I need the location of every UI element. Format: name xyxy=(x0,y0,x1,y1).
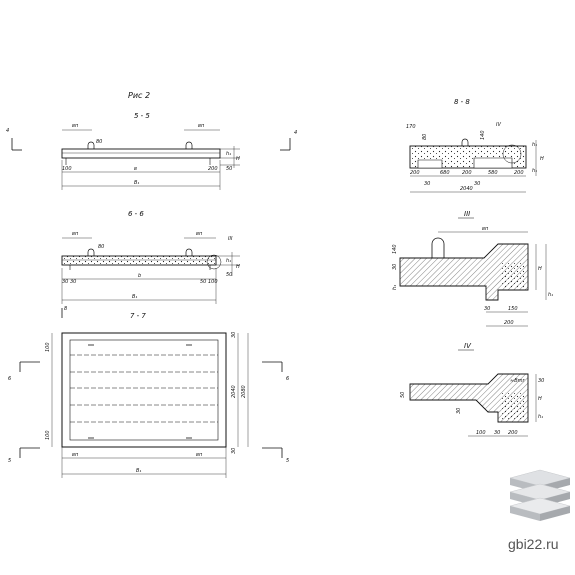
dim-label: 80 xyxy=(96,139,102,145)
dim-label: 30 xyxy=(424,181,430,187)
dim-label: В₁ xyxy=(134,180,139,186)
detail-III: III вп 140 30 h₁ H h₁ 30 150 200 xyxy=(392,210,553,327)
section-title: 7 - 7 xyxy=(130,312,146,320)
section-8-8: 8 - 8 IV 170 80 140 200 680 200 580 200 … xyxy=(406,98,544,193)
cut-marker: 5 xyxy=(286,458,289,464)
dim-label: h₁ xyxy=(226,258,231,264)
dim-label: 100 xyxy=(45,430,51,440)
dim-label: В₁ xyxy=(132,294,137,300)
dim-label: вп xyxy=(72,123,79,129)
dim-label: H xyxy=(236,264,240,270)
dim-label: 140 xyxy=(392,244,398,254)
dim-label: 50 xyxy=(226,166,232,172)
dim-label: В₁ xyxy=(136,468,141,474)
dim-label: 580 xyxy=(488,170,498,176)
dim-label: вп xyxy=(482,226,489,232)
dim-label: 200 xyxy=(410,170,420,176)
detail-title: III xyxy=(464,210,470,218)
dim-label: 30 xyxy=(231,332,237,338)
dim-label: 2040 xyxy=(460,186,473,192)
dim-label: 680 xyxy=(440,170,450,176)
dim-label: 50 xyxy=(200,279,206,285)
dim-label: 200 xyxy=(208,166,218,172)
dim-label: 50 xyxy=(400,392,406,398)
dim-label: 50 xyxy=(226,272,232,278)
dim-label: 200 xyxy=(508,430,518,436)
dim-label: 100 xyxy=(45,342,51,352)
dim-label: 2080 xyxy=(241,385,247,398)
cut-marker: 4 xyxy=(6,128,9,134)
dim-label: h₁ xyxy=(226,151,231,157)
figure-title: Рис 2 xyxy=(128,91,150,100)
dim-label: 80 xyxy=(98,244,104,250)
dim-label: 100 xyxy=(62,166,72,172)
watermark-text: gbi22.ru xyxy=(508,536,559,552)
dim-label: 80 xyxy=(422,134,428,140)
dim-label: 30 xyxy=(474,181,480,187)
dim-label: вп xyxy=(196,452,203,458)
dim-label: 30 xyxy=(62,279,68,285)
dim-label: H xyxy=(538,396,542,402)
dim-label: в xyxy=(134,166,137,172)
dim-label: h₁ xyxy=(532,168,537,174)
dim-label: вп xyxy=(72,231,79,237)
cut-marker: 6 xyxy=(286,376,289,382)
detail-marker: III xyxy=(228,236,233,242)
section-7-7: 7 - 7 8 6 6 5 5 100 100 30 2040 xyxy=(8,306,289,478)
cut-marker: 5 xyxy=(8,458,11,464)
section-title: 8 - 8 xyxy=(454,98,470,106)
detail-title: IV xyxy=(464,342,472,350)
dim-label: h₁ xyxy=(538,414,543,420)
dim-label: 170 xyxy=(406,124,416,130)
detail-marker: IV xyxy=(496,122,501,128)
dim-label: 100 xyxy=(208,279,218,285)
dim-label: 30 xyxy=(484,306,490,312)
dim-label: вп xyxy=(196,231,203,237)
section-6-6: 6 - 6 III вп вп 80 30 b 50 30 100 В₁ h₁ … xyxy=(61,210,240,304)
dim-label: b xyxy=(138,273,141,279)
dim-label: h₁ xyxy=(548,292,553,298)
dim-label: 30 xyxy=(70,279,76,285)
dim-label: H xyxy=(538,266,542,272)
section-title: 5 - 5 xyxy=(134,112,150,120)
dim-label: H xyxy=(236,156,240,162)
dim-label: 150 xyxy=(508,306,518,312)
section-5-5: 5 - 5 4 4 вп вп 80 100 в 200 В₁ xyxy=(6,112,297,190)
cut-marker: 6 xyxy=(8,376,11,382)
section-title: 6 - 6 xyxy=(128,210,144,218)
dim-label: вп xyxy=(72,452,79,458)
dim-label: 140 xyxy=(480,130,486,140)
dim-label: 30 xyxy=(538,378,544,384)
dim-label: h₁ xyxy=(392,285,398,290)
dim-label: 30 xyxy=(456,408,462,414)
dim-label: 30 xyxy=(494,430,500,436)
dim-label: ≈Bmr xyxy=(510,378,525,384)
dim-label: 200 xyxy=(462,170,472,176)
detail-IV: IV 50 30 ≈Bmr 30 H h₁ 100 30 200 xyxy=(400,342,544,437)
dim-label: 200 xyxy=(514,170,524,176)
dim-label: h₁ xyxy=(532,142,537,148)
cut-marker: 8 xyxy=(64,306,67,312)
dim-label: 30 xyxy=(392,264,398,270)
watermark-logo xyxy=(509,469,571,521)
dim-label: 30 xyxy=(231,448,237,454)
dim-label: 2040 xyxy=(231,385,237,398)
cut-marker: 4 xyxy=(294,130,297,136)
dim-label: 200 xyxy=(504,320,514,326)
dim-label: 100 xyxy=(476,430,486,436)
dim-label: вп xyxy=(198,123,205,129)
dim-label: H xyxy=(540,156,544,162)
